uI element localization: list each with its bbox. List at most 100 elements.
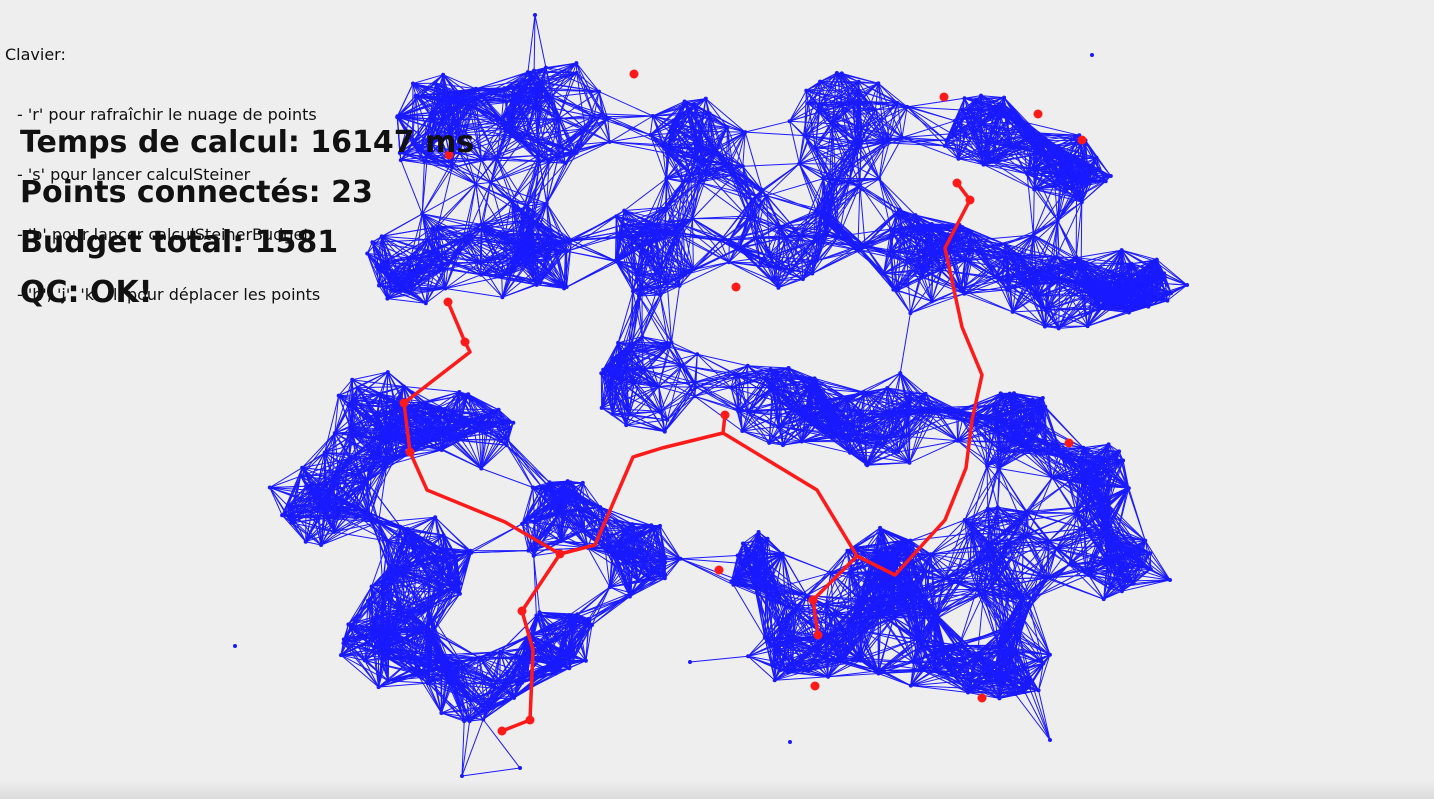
graph-edge [593,116,611,143]
graph-edge [566,250,618,263]
graph-edge [456,88,477,127]
graph-edge [560,141,610,147]
graph-edge [534,72,578,105]
graph-edge [546,152,578,204]
graph-edge [815,210,818,261]
graph-edge [527,71,552,98]
graph-edge [532,161,541,220]
graph-edge [550,96,595,118]
graph-edge [907,97,965,108]
graph-edge [539,161,566,164]
graph-edge [761,163,800,191]
graph-edge [508,128,539,156]
graph-edge [462,183,477,240]
graph-edge [671,285,680,343]
graph-edge [550,96,586,130]
graph-edge [527,71,577,74]
graph-edge [397,95,417,117]
graph-edge [421,167,453,215]
graph-edge [623,178,667,211]
graph-edge [427,156,482,161]
graph-edge [609,134,651,143]
graph-edge [421,162,453,215]
graph-edge [457,125,512,137]
graph-edge [601,113,651,136]
graph-edge [745,120,790,133]
graph-edge [466,184,477,236]
graph-edge [649,115,654,135]
graph-edge [560,145,566,164]
graph-edge [412,125,458,145]
graph-edge [456,100,462,127]
graph-edge [421,156,428,214]
graph-edge [459,152,477,185]
graph-edge [789,121,800,164]
graph-edge [450,128,509,135]
graph-edge [397,115,443,121]
graph-edge [816,250,860,262]
graph-edge [745,131,805,137]
graph-edge [558,116,595,120]
graph-edge [563,261,618,289]
graph-edge [415,95,458,127]
graph-edge [501,87,514,120]
graph-edge [526,79,531,135]
graph-edge [550,97,562,147]
graph-edge [526,161,550,207]
graph-edge [512,71,529,89]
graph-edge [857,184,861,247]
graph-edge [537,140,577,154]
graph-edge [576,72,586,129]
graph-edge [514,94,536,105]
graph-edge [400,159,423,215]
graph-edge [641,288,672,343]
graph-edge [457,125,509,130]
graph-edge [575,62,595,117]
graph-edge [450,118,502,135]
graph-edge [475,71,529,90]
graph-edge [565,241,618,263]
graph-edge [415,95,433,145]
graph-edge [412,74,444,84]
graph-edge [539,145,562,163]
graph-edge [396,115,413,145]
graph-edge [529,62,577,80]
graph-edge [526,118,559,135]
graph-edge [452,159,482,169]
graph-edge [448,99,502,120]
graph-edge [560,128,586,147]
graph-edge [576,72,603,115]
graph-edge [399,144,432,154]
graph-edge [848,181,898,214]
graph-edge [575,62,603,115]
graph-edge [419,119,443,151]
graph-edge [538,97,552,156]
graph-edge [448,88,477,101]
graph-edge [427,156,452,163]
graph-edge [534,96,552,105]
graph-edge [412,95,417,145]
graph-edge [789,120,806,136]
graph-edge [541,62,577,84]
graph-edge [475,88,536,105]
graph-edge [859,101,862,145]
graph-edge [397,115,458,127]
graph-edge [546,162,566,204]
graph-edge [742,163,800,167]
graph-edge [593,115,653,118]
graph-edge [481,154,539,161]
graph-edge [557,72,578,119]
graph-edge [400,144,413,161]
graph-edge [475,181,491,185]
graph-edge [526,133,540,156]
graph-edge [504,71,529,89]
graph-edge [490,161,540,183]
graph-edge [397,115,451,135]
graph-edge [538,153,559,156]
graph-edge [878,178,898,214]
graph-edge [512,87,536,105]
graph-edge [508,87,514,130]
graph-edge [534,14,547,68]
